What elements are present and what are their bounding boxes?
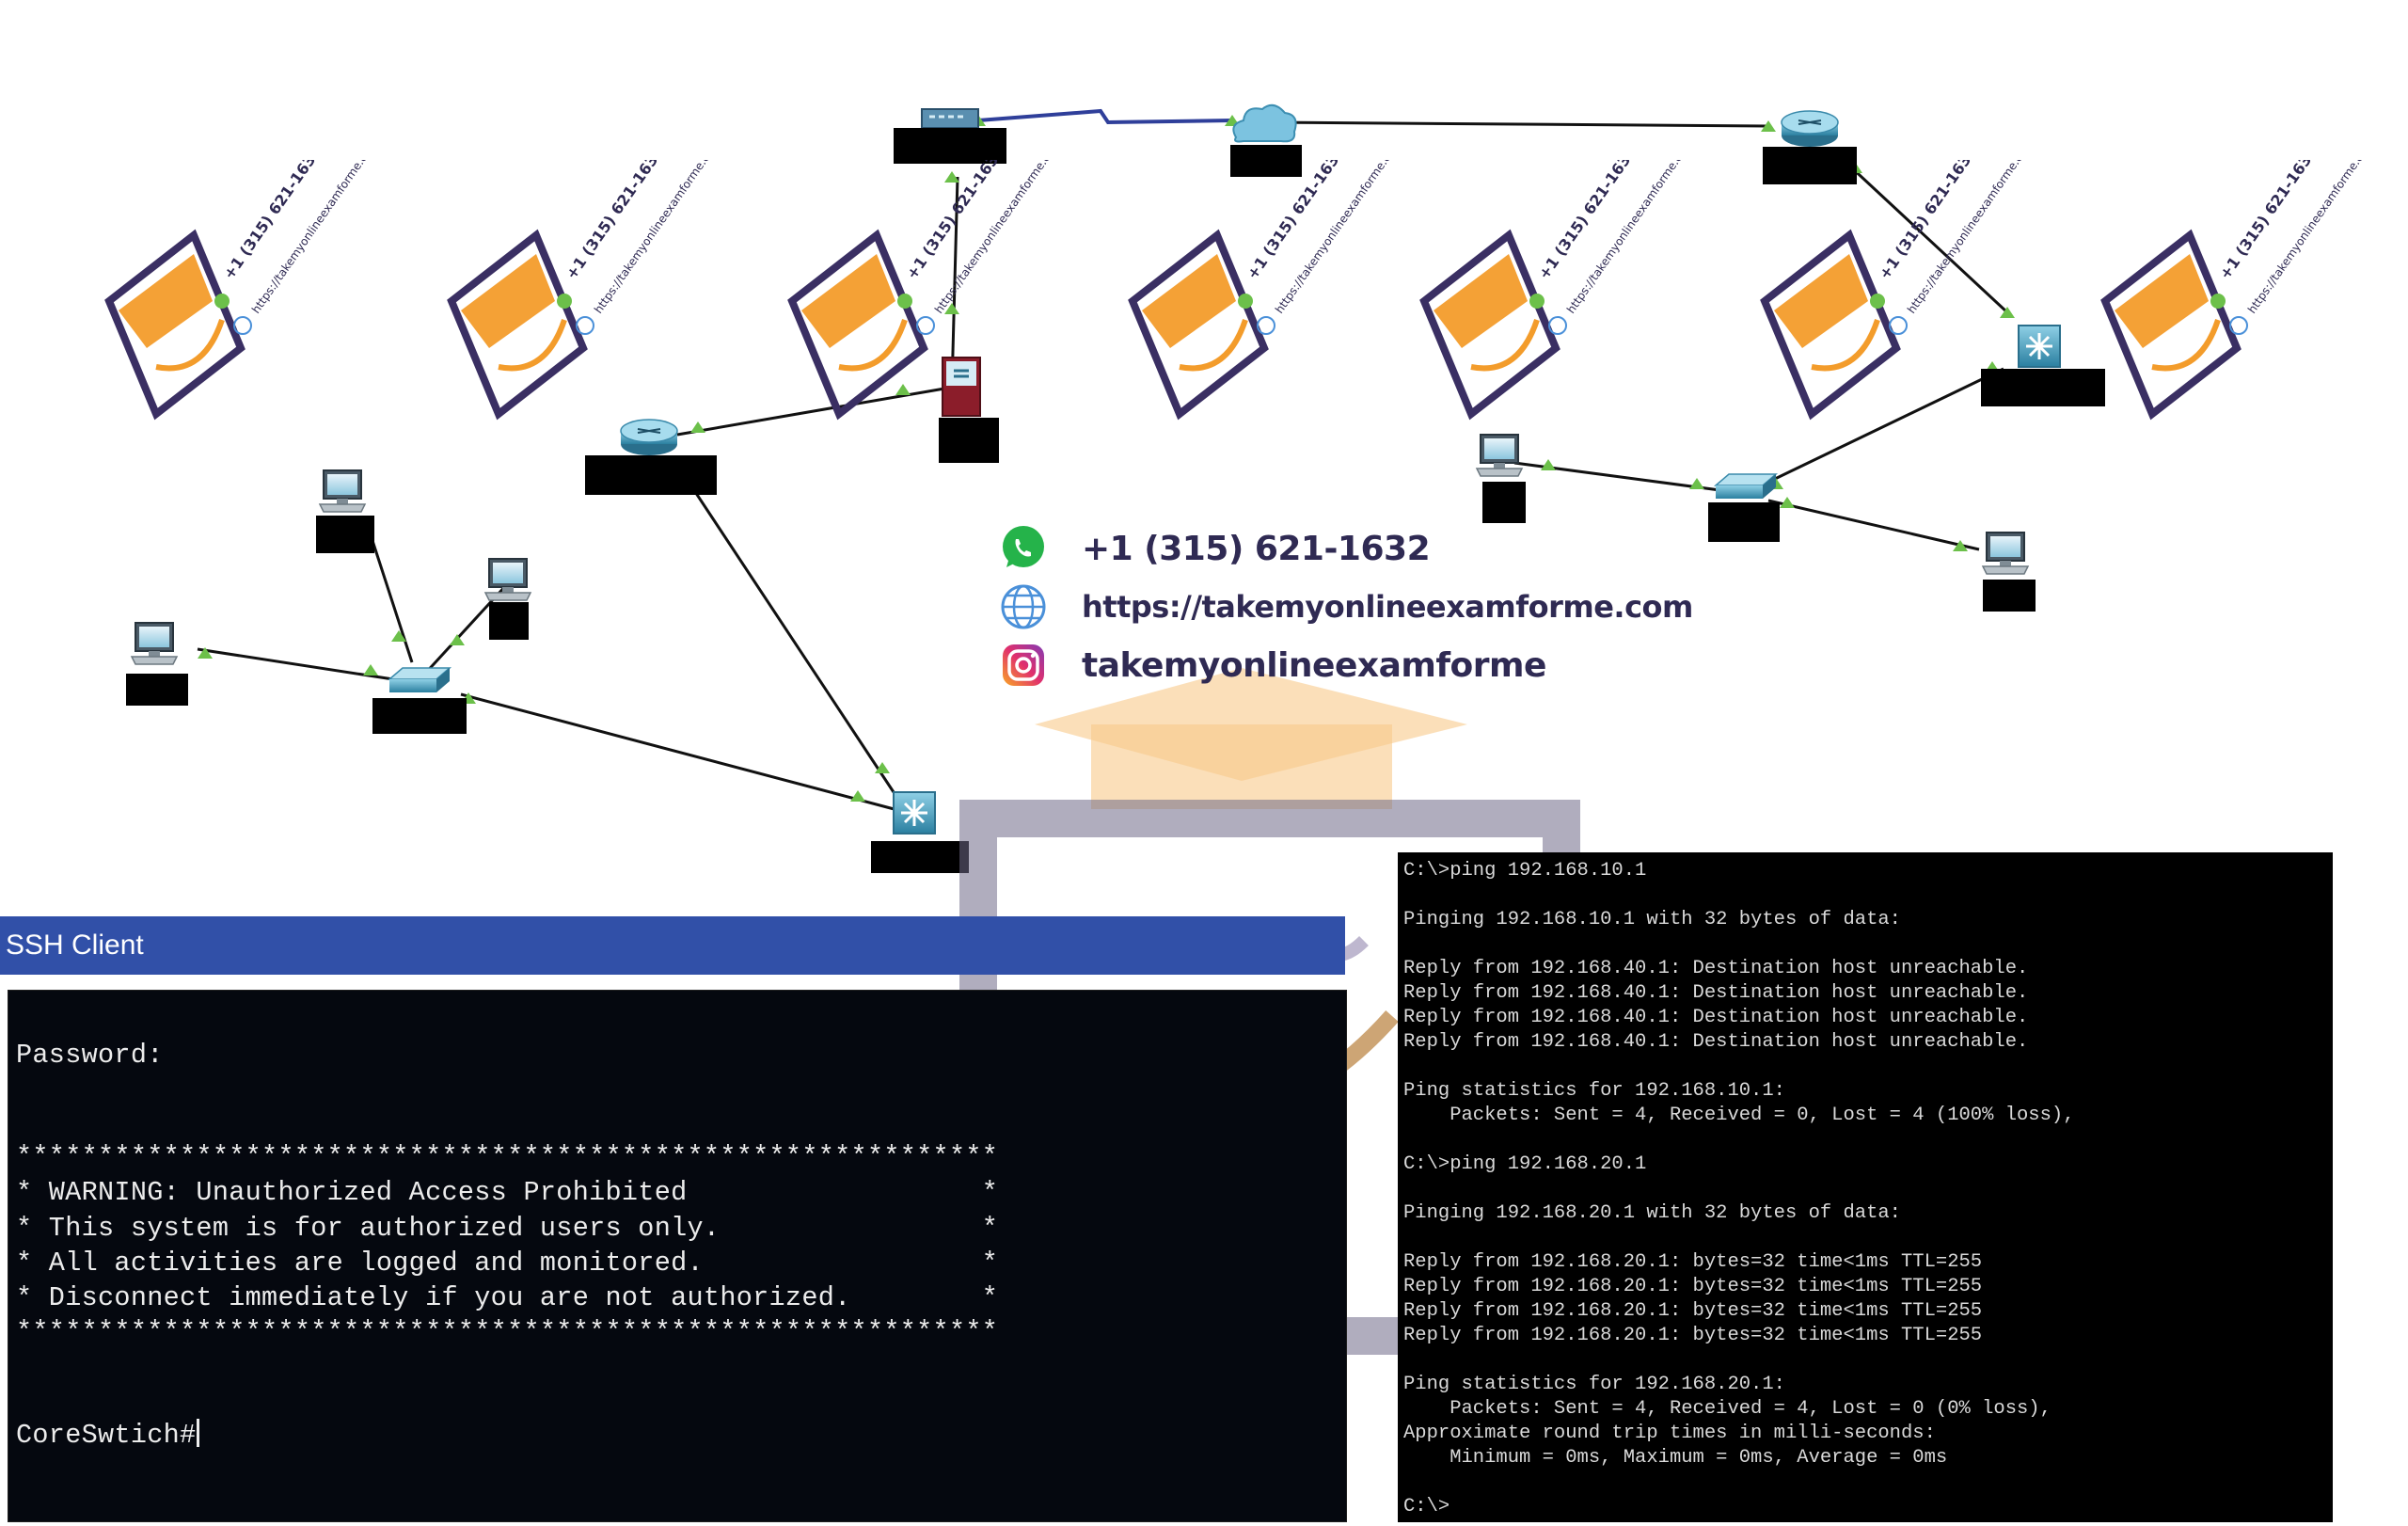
cmd-line: Reply from 192.168.20.1: bytes=32 time<1… bbox=[1403, 1276, 1983, 1297]
contact-phone-row: +1 (315) 621-1632 bbox=[999, 519, 1601, 578]
ssh-terminal[interactable]: Password: ******************************… bbox=[8, 990, 1347, 1522]
cmd-line: Approximate round trip times in milli-se… bbox=[1403, 1423, 1936, 1444]
ssh-terminal-line: ****************************************… bbox=[16, 1316, 999, 1347]
globe-icon bbox=[1001, 584, 1046, 629]
device-access-switch-right[interactable] bbox=[1715, 473, 1777, 500]
ssh-prompt-line[interactable]: CoreSwtich# bbox=[16, 1419, 200, 1451]
instagram-icon bbox=[1003, 644, 1044, 686]
device-pc-left[interactable] bbox=[131, 622, 178, 665]
device-pc-right-a[interactable] bbox=[1476, 434, 1523, 477]
cmd-line: Reply from 192.168.40.1: Destination hos… bbox=[1403, 1031, 2029, 1053]
device-core-switch[interactable] bbox=[892, 790, 937, 835]
device-cloud[interactable] bbox=[1232, 103, 1297, 143]
ssh-terminal-line: * This system is for authorized users on… bbox=[16, 1213, 999, 1244]
device-multilayer-switch-right[interactable] bbox=[2017, 324, 2062, 369]
device-router-left[interactable] bbox=[620, 419, 678, 456]
device-router-top-right[interactable] bbox=[1781, 110, 1839, 148]
ssh-terminal-line: * WARNING: Unauthorized Access Prohibite… bbox=[16, 1177, 999, 1208]
ssh-terminal-line: * All activities are logged and monitore… bbox=[16, 1248, 999, 1279]
contact-block: +1 (315) 621-1632 https://takemyonlineex… bbox=[999, 519, 1693, 694]
device-switch-top[interactable] bbox=[920, 107, 980, 130]
ssh-terminal-line: ****************************************… bbox=[16, 1141, 999, 1172]
cmd-line: Reply from 192.168.20.1: bytes=32 time<1… bbox=[1403, 1251, 1983, 1273]
cmd-line: Reply from 192.168.40.1: Destination hos… bbox=[1403, 982, 2029, 1004]
contact-website-row: https://takemyonlineexamforme.com bbox=[999, 578, 1693, 636]
contact-website[interactable]: https://takemyonlineexamforme.com bbox=[1082, 589, 1693, 625]
link-status-markers bbox=[198, 115, 2015, 802]
cmd-line: Reply from 192.168.20.1: bytes=32 time<1… bbox=[1403, 1325, 1983, 1346]
cmd-line: Pinging 192.168.10.1 with 32 bytes of da… bbox=[1403, 909, 1901, 930]
redacted-device-labels bbox=[126, 128, 2105, 873]
cmd-line: Reply from 192.168.40.1: Destination hos… bbox=[1403, 958, 2029, 979]
cmd-line: Packets: Sent = 4, Received = 4, Lost = … bbox=[1403, 1398, 2052, 1420]
cmd-line: Pinging 192.168.20.1 with 32 bytes of da… bbox=[1403, 1202, 1901, 1224]
text-cursor bbox=[197, 1419, 200, 1447]
device-access-switch-left[interactable] bbox=[388, 667, 451, 693]
cmd-line: Ping statistics for 192.168.10.1: bbox=[1403, 1080, 1785, 1102]
command-prompt-terminal[interactable]: C:\>ping 192.168.10.1 Pinging 192.168.10… bbox=[1398, 852, 2333, 1522]
cmd-line: Reply from 192.168.20.1: bytes=32 time<1… bbox=[1403, 1300, 1983, 1322]
whatsapp-icon bbox=[1003, 526, 1044, 567]
cmd-line: C:\> bbox=[1403, 1496, 1450, 1518]
ssh-terminal-line: * Disconnect immediately if you are not … bbox=[16, 1282, 999, 1313]
ssh-terminal-line: Password: bbox=[16, 1040, 164, 1071]
cmd-line: Packets: Sent = 4, Received = 0, Lost = … bbox=[1403, 1105, 2075, 1126]
cmd-line: C:\>ping 192.168.10.1 bbox=[1403, 860, 1647, 882]
device-firewall[interactable] bbox=[941, 356, 982, 418]
cmd-line: C:\>ping 192.168.20.1 bbox=[1403, 1153, 1647, 1175]
contact-instagram[interactable]: takemyonlineexamforme bbox=[1082, 645, 1546, 685]
cmd-line: Ping statistics for 192.168.20.1: bbox=[1403, 1374, 1785, 1395]
contact-instagram-row: takemyonlineexamforme bbox=[999, 636, 1601, 694]
cmd-line: Reply from 192.168.40.1: Destination hos… bbox=[1403, 1007, 2029, 1028]
cmd-line: Minimum = 0ms, Maximum = 0ms, Average = … bbox=[1403, 1447, 1948, 1469]
device-pc-left-mid[interactable] bbox=[484, 558, 531, 601]
ssh-client-title: SSH Client bbox=[6, 930, 144, 961]
topology-links bbox=[197, 108, 2009, 813]
contact-phone[interactable]: +1 (315) 621-1632 bbox=[1082, 529, 1431, 568]
ssh-client-title-bar[interactable]: SSH Client bbox=[0, 916, 1345, 975]
ssh-prompt: CoreSwtich# bbox=[16, 1420, 197, 1451]
device-pc-left-top[interactable] bbox=[319, 469, 366, 513]
device-pc-right-b[interactable] bbox=[1982, 532, 2029, 575]
